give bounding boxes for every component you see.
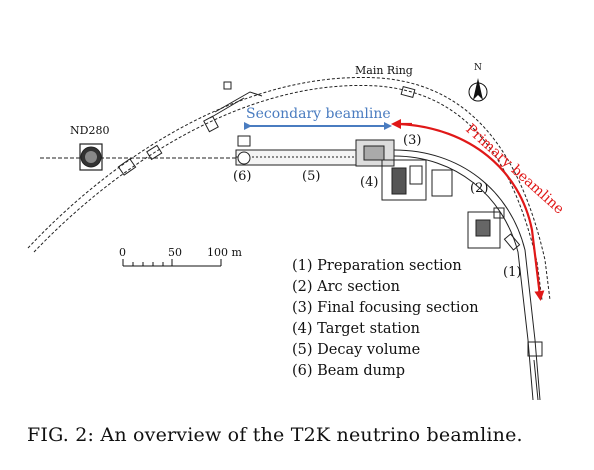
secondary-beamline-label: Secondary beamline (246, 106, 391, 122)
primary-beamline-structure (393, 149, 543, 401)
section-marker-6: (6) (233, 169, 251, 184)
legend-item-preparation: (1) Preparation section (292, 258, 462, 274)
legend-item-arc: (2) Arc section (292, 279, 400, 295)
north-arrow-icon (468, 78, 488, 102)
section-marker-5: (5) (302, 169, 320, 184)
main-ring-structures (117, 81, 416, 176)
section-marker-2: (2) (470, 181, 488, 196)
secondary-beamline-structure (235, 135, 453, 201)
primary-beamline-arrow (399, 122, 545, 301)
scale-tick-50: 50 (168, 246, 182, 259)
legend-item-beam-dump: (6) Beam dump (292, 363, 406, 379)
nd280-label: ND280 (70, 124, 109, 137)
scale-tick-0: 0 (119, 246, 126, 259)
legend-item-target-station: (4) Target station (292, 321, 421, 337)
north-label: N (474, 63, 482, 73)
figure-caption: FIG. 2: An overview of the T2K neutrino … (27, 424, 523, 446)
primary-beamline-label: Primary beamline (462, 121, 567, 217)
section-legend: (1) Preparation section (2) Arc section … (292, 256, 479, 382)
legend-item-final-focusing: (3) Final focusing section (292, 300, 479, 316)
section-marker-1: (1) (503, 265, 521, 280)
legend-item-decay-volume: (5) Decay volume (292, 342, 421, 358)
section-marker-4: (4) (360, 175, 378, 190)
main-ring-label: Main Ring (355, 64, 413, 77)
nd280-detector (40, 143, 238, 171)
scale-tick-100: 100 m (207, 246, 242, 259)
section-marker-3: (3) (403, 133, 421, 148)
scale-bar (122, 259, 222, 267)
